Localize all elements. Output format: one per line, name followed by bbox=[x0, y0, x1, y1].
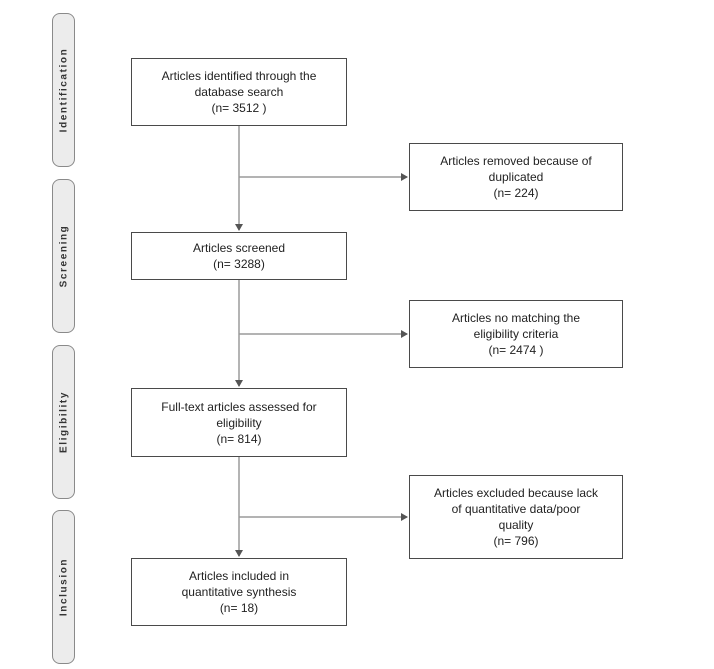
stage-inclusion: Inclusion bbox=[52, 510, 75, 664]
stage-identification-label: Identification bbox=[58, 47, 69, 133]
box-duplicates-line1: Articles removed because of bbox=[440, 154, 592, 168]
stage-screening: Screening bbox=[52, 179, 75, 333]
box-articles-screened: Articles screened (n= 3288) bbox=[131, 232, 347, 280]
box-fulltext-assessed: Full-text articles assessed for eligibil… bbox=[131, 388, 347, 457]
stage-eligibility-label: Eligibility bbox=[58, 390, 69, 454]
box-articles-included: Articles included in quantitative synthe… bbox=[131, 558, 347, 626]
stage-identification: Identification bbox=[52, 13, 75, 167]
box-identified-line2: database search bbox=[194, 85, 284, 99]
box-screened-count: (n= 3288) bbox=[213, 257, 265, 271]
box-excluded-line3: quality bbox=[498, 518, 534, 532]
box-excluded-line1: Articles excluded because lack bbox=[433, 486, 599, 500]
box-excluded-lack-data: Articles excluded because lack of quanti… bbox=[409, 475, 623, 559]
box-articles-identified: Articles identified through the database… bbox=[131, 58, 347, 126]
stage-inclusion-label: Inclusion bbox=[58, 557, 69, 617]
box-identified-line1: Articles identified through the bbox=[161, 69, 317, 83]
stage-eligibility: Eligibility bbox=[52, 345, 75, 499]
box-excluded-line2: of quantitative data/poor bbox=[451, 502, 581, 516]
box-no-matching-criteria: Articles no matching the eligibility cri… bbox=[409, 300, 623, 368]
box-included-line2: quantitative synthesis bbox=[181, 585, 297, 599]
box-excluded-count: (n= 796) bbox=[493, 534, 539, 548]
box-included-line1: Articles included in bbox=[188, 569, 290, 583]
box-screened-line1: Articles screened bbox=[192, 241, 286, 255]
box-nomatch-count: (n= 2474 ) bbox=[488, 343, 544, 357]
box-duplicates-line2: duplicated bbox=[488, 170, 544, 184]
stage-screening-label: Screening bbox=[58, 224, 69, 288]
box-identified-count: (n= 3512 ) bbox=[211, 101, 267, 115]
box-duplicates-count: (n= 224) bbox=[493, 186, 539, 200]
box-fulltext-line1: Full-text articles assessed for bbox=[161, 399, 317, 414]
box-nomatch-line2: eligibility criteria bbox=[473, 327, 559, 341]
box-duplicates-removed: Articles removed because of duplicated (… bbox=[409, 143, 623, 211]
box-nomatch-line1: Articles no matching the bbox=[451, 311, 581, 325]
box-fulltext-count: (n= 814) bbox=[216, 431, 262, 446]
box-included-count: (n= 18) bbox=[219, 601, 259, 615]
box-fulltext-line2: eligibility bbox=[216, 415, 262, 430]
